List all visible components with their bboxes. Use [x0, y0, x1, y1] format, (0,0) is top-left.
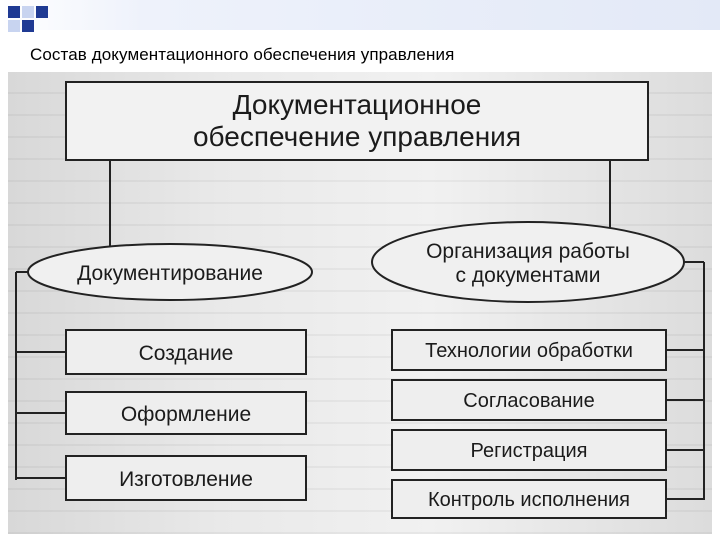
left-item-label: Изготовление: [119, 468, 253, 491]
right-branch-label-line2: с документами: [456, 264, 601, 287]
slide-title: Состав документационного обеспечения упр…: [30, 45, 455, 64]
left-item-label: Оформление: [121, 403, 251, 426]
right-item-label: Контроль исполнения: [428, 489, 630, 511]
decor-square: [22, 6, 34, 18]
root-label-line2: обеспечение управления: [193, 121, 521, 152]
right-item-box: [391, 429, 667, 471]
right-branch-label-line1: Организация работы: [426, 240, 630, 263]
left-branch-label: Документирование: [77, 262, 263, 285]
left-item-box: [65, 329, 307, 375]
decor-square: [8, 6, 20, 18]
left-item-box: [65, 455, 307, 501]
right-item-box: [391, 479, 667, 519]
right-item-box: [391, 379, 667, 421]
slide-header-decoration: [0, 0, 720, 34]
decor-square: [36, 6, 48, 18]
right-item-box: [391, 329, 667, 371]
root-label-line1: Документационное: [233, 89, 482, 120]
decor-square: [0, 0, 720, 30]
decor-square: [22, 20, 34, 32]
left-item-box: [65, 391, 307, 435]
decor-square: [8, 20, 20, 32]
right-item-label: Регистрация: [471, 440, 588, 462]
root-box: [65, 81, 649, 161]
right-item-label: Технологии обработки: [425, 340, 633, 362]
right-item-label: Согласование: [463, 390, 594, 412]
left-item-label: Создание: [139, 342, 234, 365]
